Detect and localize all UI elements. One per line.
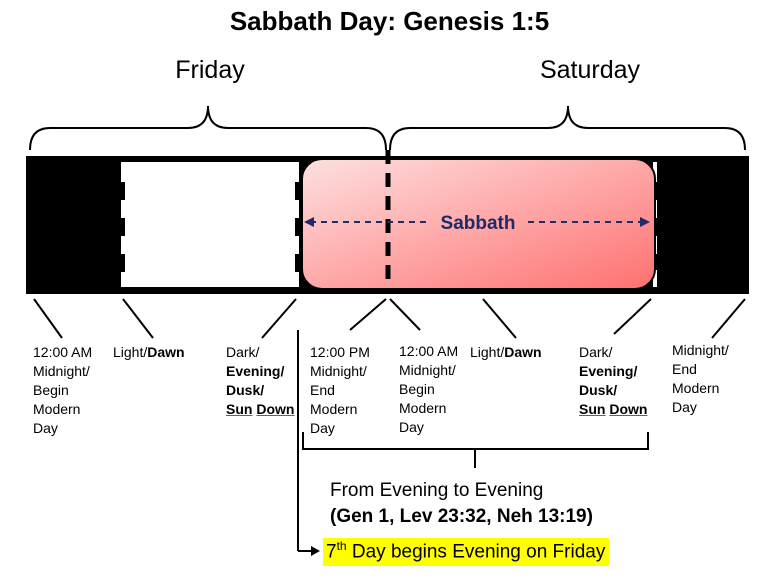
sabbath-label: Sabbath — [441, 213, 516, 234]
evening-bracket — [302, 432, 649, 468]
pointer-lines — [33, 298, 746, 339]
time-label-evening-saturday: Dark/ Evening/ Dusk/ Sun Down — [579, 344, 648, 417]
time-label-dawn-friday: Light/Dawn — [113, 344, 185, 360]
time-label-dawn-saturday: Light/Dawn — [470, 344, 542, 360]
time-label-evening-friday: Dark/ Evening/ Dusk/ Sun Down — [226, 344, 295, 417]
friday-label: Friday — [175, 56, 245, 84]
page-title: Sabbath Day: Genesis 1:5 — [229, 6, 550, 36]
sabbath-box — [301, 158, 656, 290]
saturday-label: Saturday — [539, 56, 641, 84]
note-arrow — [297, 330, 320, 556]
friday-brace — [29, 105, 387, 151]
evening-to-evening-caption: From Evening to Evening (Gen 1, Lev 23:3… — [330, 478, 593, 530]
highlight-note: 7th Day begins Evening on Friday — [323, 538, 610, 567]
friday-daylight-area — [121, 162, 299, 287]
daylight-notches — [121, 182, 299, 272]
sabbath-arrow — [304, 217, 650, 227]
caption-line-1: From Evening to Evening — [330, 480, 544, 501]
caption-references: (Gen 1, Lev 23:32, Neh 13:19) — [330, 506, 593, 527]
saturday-brace — [389, 105, 746, 151]
